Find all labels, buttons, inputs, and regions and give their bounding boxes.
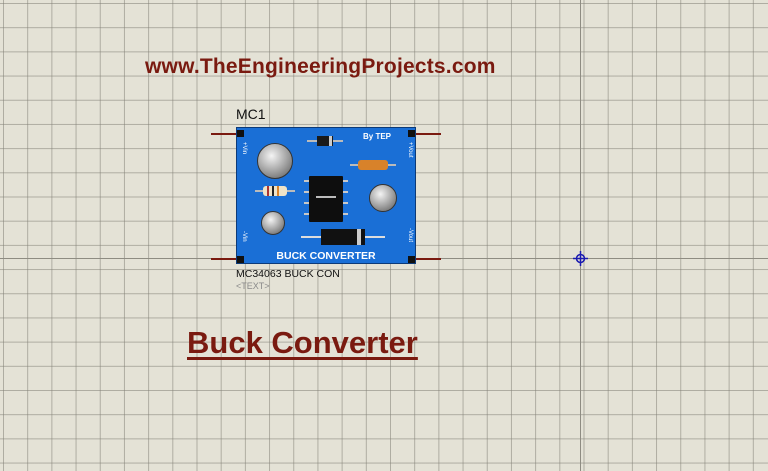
component-value[interactable]: MC34063 BUCK CON: [236, 268, 340, 280]
pin-vin-minus[interactable]: [211, 258, 241, 260]
capacitor-right-icon: [369, 184, 397, 212]
chip-leg: [304, 213, 309, 215]
chip-marking: [316, 196, 336, 198]
pin-label-vout-minus: -Vout: [407, 228, 413, 243]
chip-leg: [343, 213, 348, 215]
pin-pad: [237, 256, 244, 263]
board-name: BUCK CONVERTER: [276, 250, 376, 262]
website-label: www.TheEngineeringProjects.com: [145, 55, 496, 78]
chip-leg: [304, 180, 309, 182]
pin-vout-plus[interactable]: [411, 133, 441, 135]
pin-pad: [408, 256, 415, 263]
pin-pad: [237, 130, 244, 137]
pin-vout-minus[interactable]: [411, 258, 441, 260]
mc34063-chip-icon: [309, 176, 343, 222]
pin-label-vin-plus: +Vin: [241, 142, 247, 155]
pin-pad: [408, 130, 415, 137]
chip-leg: [304, 202, 309, 204]
board-credit: By TEP: [363, 132, 392, 141]
crosshair-icon: [573, 251, 588, 266]
resistor-top-icon: [350, 160, 396, 170]
chip-leg: [343, 180, 348, 182]
chip-leg: [343, 191, 348, 193]
capacitor-large-icon: [257, 143, 293, 179]
diode-bottom-icon: [301, 229, 385, 245]
pin-vin-plus[interactable]: [211, 133, 241, 135]
pin-label-vout-plus: +Vout: [407, 142, 413, 158]
buck-converter-module[interactable]: By TEP +Vin -Vin +Vout -Vout: [236, 127, 416, 264]
chip-leg: [343, 202, 348, 204]
chip-leg: [304, 191, 309, 193]
schematic-title: Buck Converter: [187, 325, 418, 360]
capacitor-small-icon: [261, 211, 285, 235]
component-text-placeholder[interactable]: <TEXT>: [236, 281, 270, 291]
origin-axis-vertical: [580, 0, 581, 471]
component-reference[interactable]: MC1: [236, 106, 266, 122]
pin-label-vin-minus: -Vin: [241, 231, 247, 242]
diode-top-icon: [307, 136, 343, 146]
resistor-left-icon: [255, 186, 295, 196]
